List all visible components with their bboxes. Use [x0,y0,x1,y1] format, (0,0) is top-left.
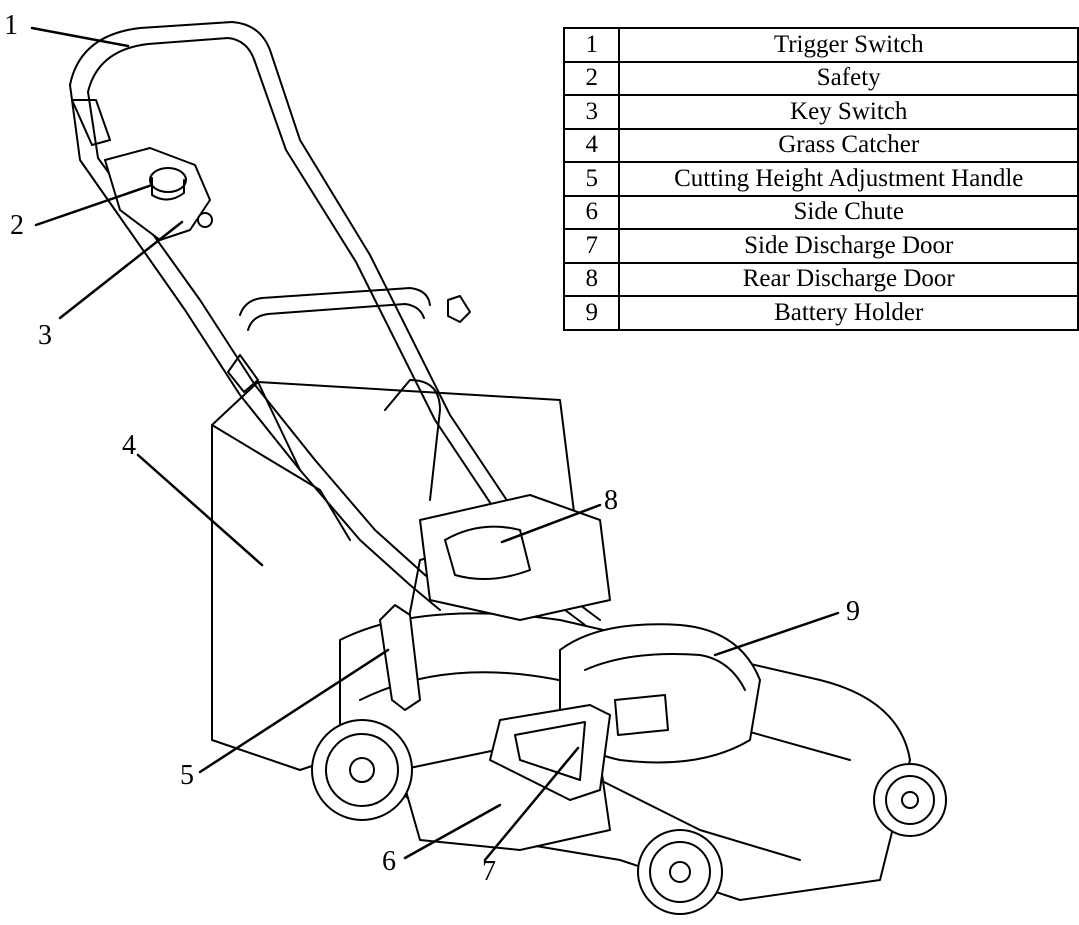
callout-5: 5 [180,760,194,791]
table-row: 5 Cutting Height Adjustment Handle [562,161,1079,197]
part-name: Side Discharge Door [618,228,1079,264]
part-number: 2 [562,60,621,96]
table-row: 6 Side Chute [562,194,1079,230]
table-row: 2 Safety [562,60,1079,96]
callout-6: 6 [382,846,396,877]
callout-7: 7 [482,856,496,887]
leader-line-4 [136,453,264,567]
callout-2: 2 [10,210,24,241]
parts-legend-table: 1 Trigger Switch 2 Safety 3 Key Switch 4… [562,27,1079,331]
table-row: 1 Trigger Switch [562,27,1079,63]
callout-8: 8 [604,485,618,516]
part-name: Side Chute [618,194,1079,230]
table-row: 3 Key Switch [562,94,1079,130]
handle-drawing [69,21,601,626]
part-name: Battery Holder [618,295,1079,331]
part-number: 1 [562,27,621,63]
part-number: 5 [562,161,621,197]
table-row: 7 Side Discharge Door [562,228,1079,264]
part-number: 6 [562,194,621,230]
part-name: Grass Catcher [618,127,1079,163]
part-number: 3 [562,94,621,130]
part-number: 9 [562,295,621,331]
part-name: Trigger Switch [618,27,1079,63]
part-name: Rear Discharge Door [618,261,1079,297]
part-name: Cutting Height Adjustment Handle [618,161,1079,197]
leader-line-7 [483,746,580,862]
grass-catcher-drawing [211,381,576,771]
leader-line-2 [34,183,154,227]
callout-1: 1 [4,10,18,41]
callout-4: 4 [122,430,136,461]
leader-line-9 [713,611,840,657]
table-row: 9 Battery Holder [562,295,1079,331]
table-row: 4 Grass Catcher [562,127,1079,163]
leader-line-1 [30,26,130,48]
part-number: 8 [562,261,621,297]
leader-line-8 [500,503,602,544]
part-name: Key Switch [618,94,1079,130]
leader-lines [30,26,840,862]
leader-line-5 [198,648,390,774]
part-name: Safety [618,60,1079,96]
table-row: 8 Rear Discharge Door [562,261,1079,297]
leader-line-3 [58,220,184,320]
leader-line-6 [403,803,502,860]
callout-9: 9 [846,596,860,627]
part-number: 7 [562,228,621,264]
part-number: 4 [562,127,621,163]
callout-3: 3 [38,320,52,351]
